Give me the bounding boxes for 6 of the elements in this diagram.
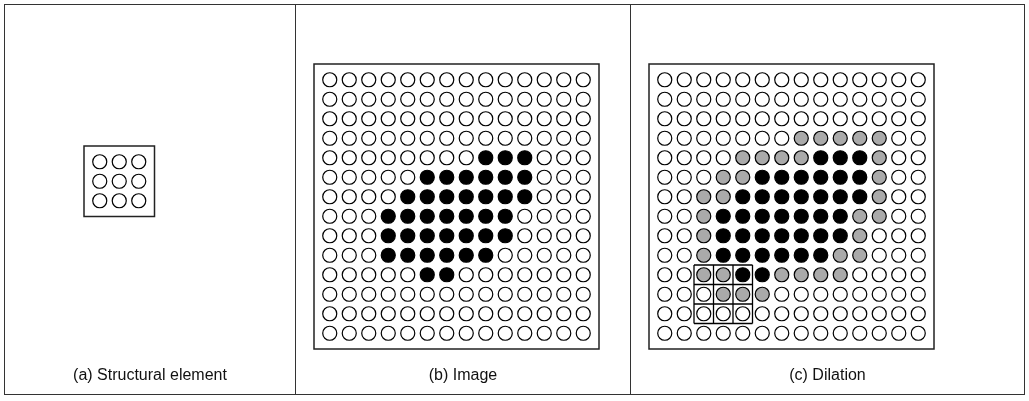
figure-panel bbox=[630, 4, 1025, 395]
figure-panel bbox=[295, 4, 631, 395]
panel-caption: (b) Image bbox=[428, 366, 498, 384]
panel-caption: (a) Structural element bbox=[73, 366, 227, 384]
figure-panel bbox=[4, 4, 296, 395]
panel-caption: (c) Dilation bbox=[789, 366, 866, 384]
